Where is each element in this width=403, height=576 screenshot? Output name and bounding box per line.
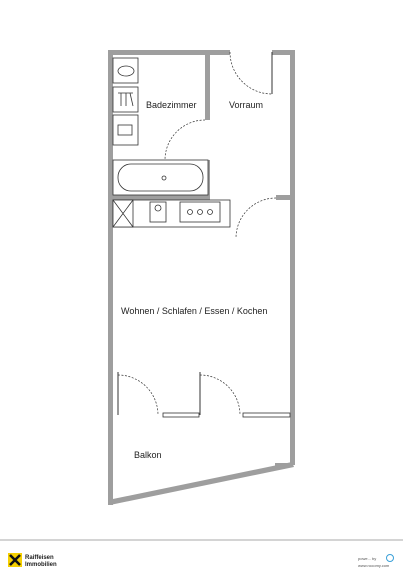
outer-wall-right-lower — [290, 197, 295, 455]
partition-bath-vorraum — [205, 50, 210, 120]
balcony-wall-left-upper — [108, 372, 113, 417]
stove-burner-2-icon — [197, 209, 203, 215]
window-right — [242, 412, 291, 418]
room-label-wohnen: Wohnen / Schlafen / Essen / Kochen — [121, 306, 267, 316]
brand-logo — [8, 553, 22, 567]
room-label-badezimmer: Badezimmer — [146, 100, 197, 110]
balcony-windows — [162, 412, 291, 418]
towel-rack — [112, 86, 139, 113]
outer-wall-left — [108, 50, 113, 505]
door-leaves — [117, 52, 273, 415]
toilet-bowl-icon — [117, 65, 135, 77]
credit-logo-icon — [386, 554, 394, 562]
towel-rack-icon — [118, 92, 134, 107]
room-label-balkon: Balkon — [134, 450, 162, 460]
outer-wall-bottom-slanted — [108, 462, 294, 505]
door-balcony-right-arc — [199, 374, 241, 416]
outer-wall-top-right — [272, 50, 295, 55]
washbasin-bowl-icon — [117, 124, 133, 136]
stove-burner-3-icon — [207, 209, 213, 215]
bathtub-drain-icon — [161, 175, 167, 181]
door-bath-arc — [164, 119, 206, 161]
door-vorraum-arc — [235, 197, 277, 239]
bathroom-fixtures — [112, 57, 209, 196]
sink-drain-icon — [154, 204, 162, 212]
credit-line2: www.rooomy.com — [358, 563, 390, 568]
balcony-wall-right-small — [290, 455, 295, 465]
credit-line1: powe... by — [358, 556, 376, 561]
outer-wall-right-upper — [290, 50, 295, 197]
room-label-vorraum: Vorraum — [229, 100, 263, 110]
brand-name-line1: Raiffeisen — [25, 555, 54, 561]
raiffeisen-logo-cross-icon — [9, 554, 21, 566]
door-balcony-left-arc — [117, 374, 159, 416]
bathtub-inner-icon — [117, 163, 204, 192]
sink — [149, 201, 167, 223]
brand-name-line2: Immobilien — [25, 562, 57, 568]
window-left — [162, 412, 200, 418]
wall-below-bath — [108, 195, 210, 200]
doors — [117, 51, 277, 416]
outer-wall-top — [108, 50, 230, 55]
door-entrance-arc — [229, 51, 273, 95]
kitchen-fixtures — [112, 199, 231, 228]
fridge-cross-icon — [112, 199, 134, 228]
stove-burner-1-icon — [187, 209, 193, 215]
wall-below-vorraum — [276, 195, 295, 200]
credit: powe... by www.rooomy.com — [358, 554, 394, 568]
